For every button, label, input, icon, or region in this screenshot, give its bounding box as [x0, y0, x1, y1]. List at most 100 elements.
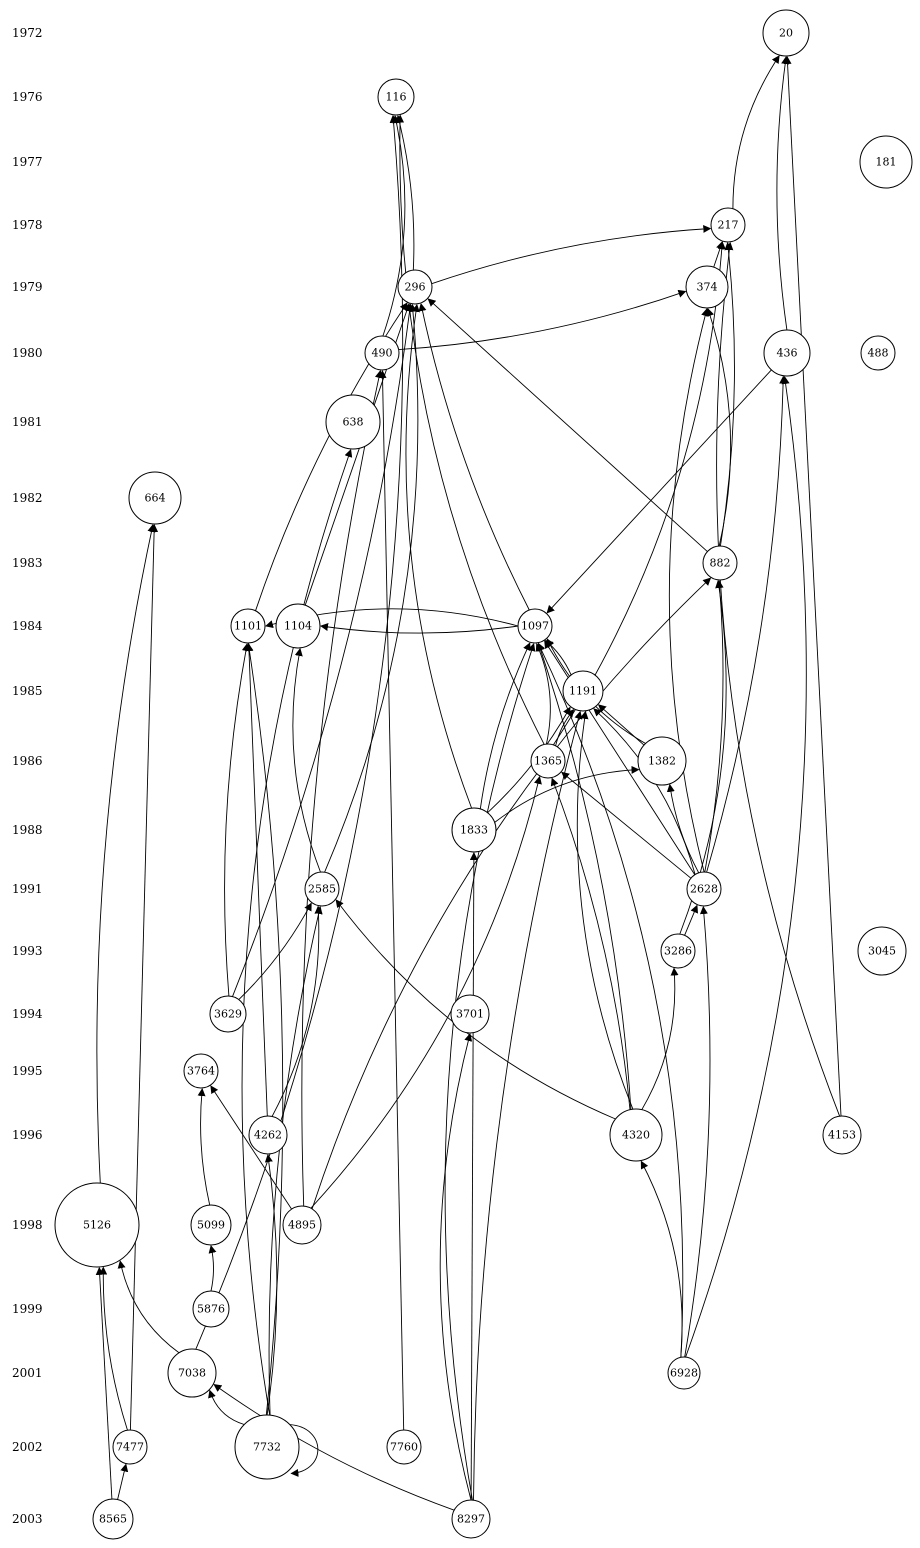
node-374[interactable]: 374 — [685, 265, 729, 309]
edge-6928-to-1097 — [537, 642, 684, 1358]
node-circle — [857, 926, 907, 976]
node-circle — [517, 608, 553, 644]
node-1191[interactable]: 1191 — [562, 670, 604, 712]
node-4153[interactable]: 4153 — [822, 1115, 862, 1155]
node-3286[interactable]: 3286 — [660, 933, 696, 969]
edge-296-to-217 — [431, 224, 712, 285]
node-1382[interactable]: 1382 — [637, 736, 687, 786]
node-7732[interactable]: 7732 — [234, 1414, 300, 1480]
edge-296-to-116 — [395, 114, 415, 271]
year-label-1995: 1995 — [12, 1064, 43, 1078]
edge-3629-to-2585 — [238, 902, 312, 1000]
edge-8297-to-1191 — [473, 710, 583, 1501]
edge-4153-to-217 — [716, 241, 841, 1117]
edge-1191-to-1097 — [544, 639, 572, 676]
node-20[interactable]: 20 — [762, 9, 810, 57]
edge-4320-to-3286 — [641, 967, 679, 1110]
edge-4895-to-882 — [311, 577, 712, 1210]
node-1101[interactable]: 1101 — [230, 608, 266, 644]
node-circle — [710, 207, 746, 243]
node-circle — [230, 608, 266, 644]
node-circle — [667, 1356, 701, 1390]
edge-2628-to-1097 — [544, 640, 696, 875]
node-116[interactable]: 116 — [377, 78, 415, 116]
node-3764[interactable]: 3764 — [183, 1053, 219, 1089]
node-490[interactable]: 490 — [364, 335, 400, 371]
year-label-1985: 1985 — [12, 684, 43, 698]
node-217[interactable]: 217 — [710, 207, 746, 243]
edge-7732-to-7732 — [289, 1424, 319, 1477]
node-label: 436 — [777, 347, 798, 360]
edge-1365-to-217 — [553, 241, 726, 746]
node-664[interactable]: 664 — [128, 471, 182, 525]
node-2585[interactable]: 2585 — [304, 871, 340, 907]
edge-2585-to-1104 — [292, 647, 321, 873]
edge-7477-to-5126 — [99, 1266, 128, 1431]
node-181[interactable]: 181 — [859, 135, 913, 189]
edge-4895-to-1365 — [310, 775, 542, 1209]
node-label: 5099 — [197, 1219, 225, 1232]
node-7477[interactable]: 7477 — [112, 1429, 148, 1465]
node-7760[interactable]: 7760 — [386, 1429, 422, 1465]
node-label: 8297 — [457, 1513, 485, 1526]
node-4262[interactable]: 4262 — [248, 1115, 288, 1155]
node-882[interactable]: 882 — [702, 545, 738, 581]
node-circle — [248, 1115, 288, 1155]
node-circle — [762, 9, 810, 57]
node-488[interactable]: 488 — [860, 335, 896, 371]
node-3045[interactable]: 3045 — [857, 926, 907, 976]
node-638[interactable]: 638 — [325, 394, 381, 450]
edge-7477-to-664 — [129, 524, 159, 1431]
edge-4320-to-1097 — [536, 642, 632, 1110]
node-label: 296 — [405, 281, 426, 294]
edge-8297-to-1833 — [469, 852, 478, 1501]
node-3629[interactable]: 3629 — [209, 995, 247, 1033]
node-label: 116 — [386, 91, 407, 104]
node-296[interactable]: 296 — [397, 269, 433, 305]
node-circle — [637, 736, 687, 786]
node-4320[interactable]: 4320 — [609, 1108, 663, 1162]
node-1365[interactable]: 1365 — [530, 743, 566, 779]
year-label-1986: 1986 — [12, 754, 43, 768]
edge-1365-to-1097 — [535, 642, 551, 745]
node-1833[interactable]: 1833 — [451, 807, 497, 853]
edge-8565-to-5126 — [95, 1266, 113, 1500]
node-5099[interactable]: 5099 — [190, 1204, 232, 1246]
edge-7732-to-7038 — [208, 1389, 245, 1425]
node-circle — [128, 471, 182, 525]
node-label: 2585 — [308, 883, 336, 896]
node-5126[interactable]: 5126 — [54, 1182, 140, 1268]
node-label: 5126 — [83, 1219, 111, 1232]
node-1097[interactable]: 1097 — [517, 608, 553, 644]
year-label-1996: 1996 — [12, 1128, 43, 1142]
node-label: 181 — [876, 156, 897, 169]
node-8297[interactable]: 8297 — [451, 1499, 491, 1539]
node-3701[interactable]: 3701 — [450, 994, 490, 1034]
node-circle — [451, 807, 497, 853]
node-label: 1833 — [460, 824, 488, 837]
edge-2628-to-436 — [706, 375, 788, 873]
edge-882-to-374 — [706, 308, 732, 547]
node-436[interactable]: 436 — [763, 329, 811, 377]
node-1104[interactable]: 1104 — [275, 603, 321, 649]
node-label: 3629 — [214, 1008, 242, 1021]
node-5876[interactable]: 5876 — [192, 1290, 230, 1328]
node-4895[interactable]: 4895 — [282, 1205, 322, 1245]
node-6928[interactable]: 6928 — [667, 1356, 701, 1390]
edge-2628-to-1365 — [561, 771, 692, 879]
year-label-2002: 2002 — [12, 1440, 43, 1454]
edge-1097-to-296 — [418, 303, 530, 611]
node-8565[interactable]: 8565 — [92, 1498, 134, 1540]
node-circle — [562, 670, 604, 712]
node-2628[interactable]: 2628 — [686, 871, 722, 907]
node-circle — [304, 871, 340, 907]
node-7038[interactable]: 7038 — [167, 1348, 217, 1398]
edge-2628-to-1382 — [666, 783, 700, 874]
node-label: 7760 — [390, 1441, 418, 1454]
node-label: 4262 — [254, 1129, 282, 1142]
node-label: 638 — [343, 416, 364, 429]
node-label: 3701 — [456, 1008, 484, 1021]
edge-217-to-20 — [732, 55, 780, 209]
